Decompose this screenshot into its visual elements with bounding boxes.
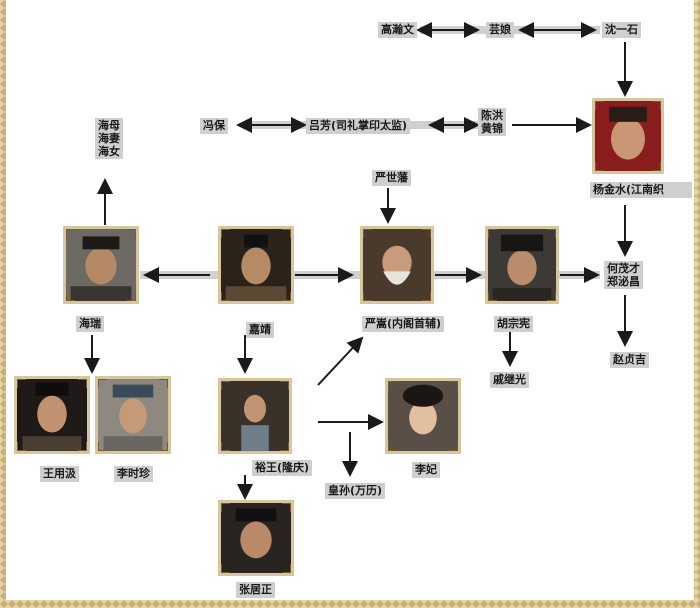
label-lv-fang: 吕芳(司礼掌印太监) (306, 118, 411, 134)
label-yan-song: 严嵩(内阁首辅) (362, 316, 445, 332)
portrait-image (66, 229, 136, 301)
label-li-fei: 李妃 (412, 462, 440, 478)
portrait-image (363, 229, 431, 301)
label-chen-hong-huang-jin: 陈洪 黄锦 (478, 108, 506, 136)
label-feng-bao: 冯保 (200, 118, 228, 134)
label-jiajing: 嘉靖 (246, 322, 274, 338)
label-zhao-zhenji: 赵贞吉 (610, 352, 649, 368)
portrait-image (221, 229, 291, 301)
portrait-zhang-juzheng (218, 500, 294, 576)
label-li-shizhen: 李时珍 (114, 466, 153, 482)
portrait-yu-wang (218, 378, 292, 454)
portrait-image (221, 503, 291, 573)
portrait-hu-zongxian (485, 226, 559, 304)
portrait-jiajing (218, 226, 294, 304)
portrait-image (488, 229, 556, 301)
label-gao-hanwen: 高瀚文 (378, 22, 417, 38)
portrait-li-fei (385, 378, 461, 454)
portrait-image (17, 379, 87, 451)
label-shen-yishi: 沈一石 (602, 22, 641, 38)
portrait-image (388, 381, 458, 451)
label-hai-family: 海母 海妻 海女 (95, 118, 123, 159)
portrait-yan-song (360, 226, 434, 304)
portrait-image (221, 381, 289, 451)
label-yan-shifan: 严世藩 (372, 170, 411, 186)
label-wang-yongji: 王用汲 (40, 466, 79, 482)
label-zhang-juzheng: 张居正 (236, 582, 275, 598)
portrait-wang-yongji (14, 376, 90, 454)
portrait-li-shizhen (95, 376, 171, 454)
label-hu-zongxian: 胡宗宪 (494, 316, 533, 332)
label-qi-jiguang: 戚继光 (490, 372, 529, 388)
portrait-image (595, 101, 661, 171)
label-yu-wang: 裕王(隆庆) (252, 460, 313, 476)
portrait-image (98, 379, 168, 451)
label-yang-jinshui: 杨金水(江南织 (590, 182, 692, 198)
portrait-hai-rui (63, 226, 139, 304)
label-he-maocai-zheng-bichang: 何茂才 郑泌昌 (604, 261, 643, 289)
label-hai-rui: 海瑞 (76, 316, 104, 332)
label-huang-sun: 皇孙(万历) (325, 483, 386, 499)
portrait-yang-jinshui (592, 98, 664, 174)
label-yun-niang: 芸娘 (486, 22, 514, 38)
